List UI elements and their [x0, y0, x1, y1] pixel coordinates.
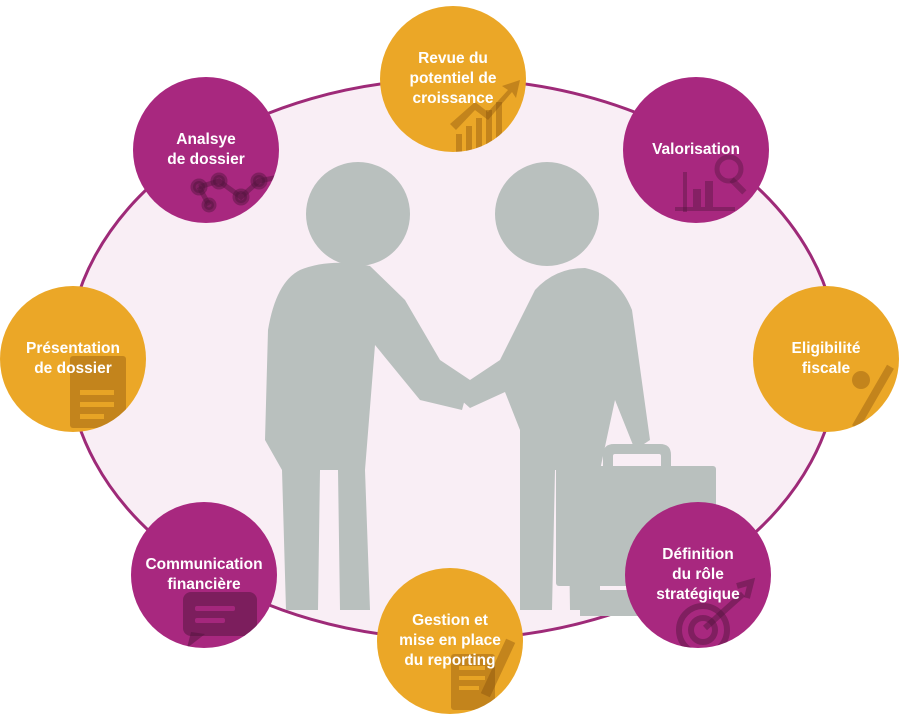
percent-icon	[852, 364, 896, 430]
node-label: Communication financière	[145, 555, 263, 593]
report-pencil-icon	[451, 638, 516, 710]
node-presentation: Présentation de dossier	[0, 286, 146, 432]
node-eligibilite: Eligibilité fiscale	[753, 286, 899, 432]
handshake-illustration	[265, 162, 716, 616]
node-label: Présentation de dossier	[26, 339, 120, 377]
network-graph-icon	[190, 172, 279, 213]
document-icon	[70, 356, 126, 428]
node-label: Valorisation	[652, 140, 740, 158]
speech-bubble-icon	[183, 592, 257, 648]
right-person-head	[495, 162, 599, 266]
magnifier-chart-icon	[675, 154, 747, 212]
node-label: Gestion et mise en place du reporting	[399, 611, 501, 670]
left-person-head	[306, 162, 410, 266]
growth-chart-icon	[450, 80, 520, 152]
node-revue: Revue du potentiel de croissance	[380, 6, 526, 152]
briefcase-handle	[603, 444, 671, 470]
node-label: Définition du rôle stratégique	[656, 545, 740, 604]
node-label: Analsye de dossier	[167, 130, 245, 168]
node-communication: Communication financière	[131, 502, 277, 648]
node-definition: Définition du rôle stratégique	[625, 502, 771, 648]
node-valorisation: Valorisation	[623, 77, 769, 223]
node-gestion: Gestion et mise en place du reporting	[377, 568, 523, 714]
node-label: Revue du potentiel de croissance	[409, 49, 497, 108]
left-person-body	[265, 262, 470, 610]
right-person-body	[452, 268, 650, 610]
target-icon	[676, 577, 756, 648]
node-label: Eligibilité fiscale	[791, 339, 861, 377]
node-analyse: Analsye de dossier	[133, 77, 279, 223]
